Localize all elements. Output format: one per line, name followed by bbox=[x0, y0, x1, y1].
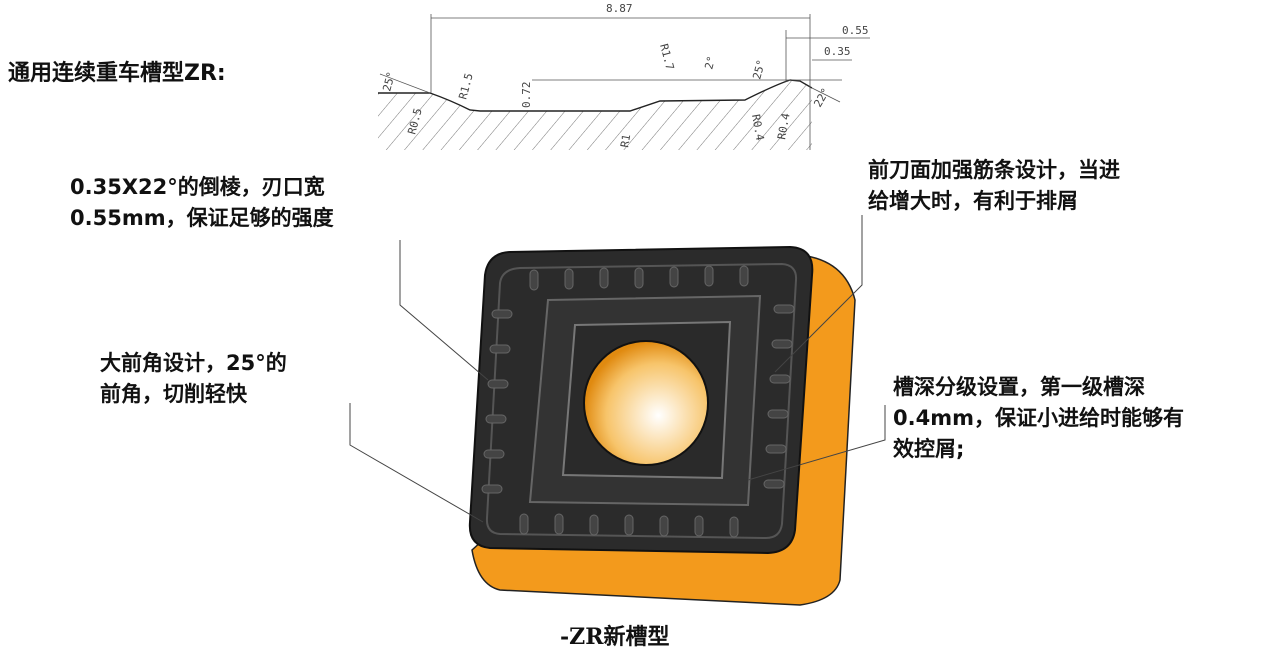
dim-25deg-right: 25° bbox=[750, 58, 768, 81]
page-title: 通用连续重车槽型ZR: bbox=[8, 61, 226, 86]
dim-0-55: 0.55 bbox=[842, 24, 869, 37]
dim-r1: R1 bbox=[618, 133, 633, 148]
note-line: 前刀面加强筋条设计，当进 bbox=[868, 158, 1120, 182]
note-line: 0.4mm，保证小进给时能够有 bbox=[893, 406, 1184, 430]
dim-25deg-left: 25° bbox=[380, 70, 398, 93]
note-line: 前角，切削轻快 bbox=[100, 382, 247, 406]
note-line: 给增大时，有利于排屑 bbox=[868, 189, 1078, 213]
note-rake-angle: 大前角设计，25°的 前角，切削轻快 bbox=[100, 348, 287, 410]
dim-r0-4-b: R0.4 bbox=[775, 112, 792, 141]
dim-8-87: 8.87 bbox=[606, 2, 633, 15]
note-groove-depth: 槽深分级设置，第一级槽深 0.4mm，保证小进给时能够有 效控屑; bbox=[893, 372, 1184, 465]
note-line: 0.35X22°的倒棱，刃口宽 bbox=[70, 175, 325, 199]
note-ribs: 前刀面加强筋条设计，当进 给增大时，有利于排屑 bbox=[868, 155, 1120, 217]
dim-r1-5: R1.5 bbox=[456, 72, 475, 101]
note-line: 0.55mm，保证足够的强度 bbox=[70, 206, 334, 230]
note-line: 大前角设计，25°的 bbox=[100, 351, 287, 375]
figure-caption: -ZR新槽型 bbox=[560, 624, 670, 650]
dim-r0-4-a: R0.4 bbox=[749, 113, 766, 142]
groove-profile-drawing: 8.87 0.55 0.35 0.72 25° 25° 22° 2° R0.5 … bbox=[378, 2, 870, 150]
dim-0-35: 0.35 bbox=[824, 45, 851, 58]
dim-0-72: 0.72 bbox=[520, 82, 533, 109]
note-line: 效控屑; bbox=[893, 437, 965, 461]
dim-2deg: 2° bbox=[702, 55, 718, 71]
note-line: 槽深分级设置，第一级槽深 bbox=[893, 375, 1145, 399]
dim-r1-7: R1.7 bbox=[657, 42, 676, 71]
note-chamfer: 0.35X22°的倒棱，刃口宽 0.55mm，保证足够的强度 bbox=[70, 172, 334, 234]
leader-lines bbox=[349, 215, 886, 523]
cutting-insert-illustration bbox=[468, 245, 856, 606]
